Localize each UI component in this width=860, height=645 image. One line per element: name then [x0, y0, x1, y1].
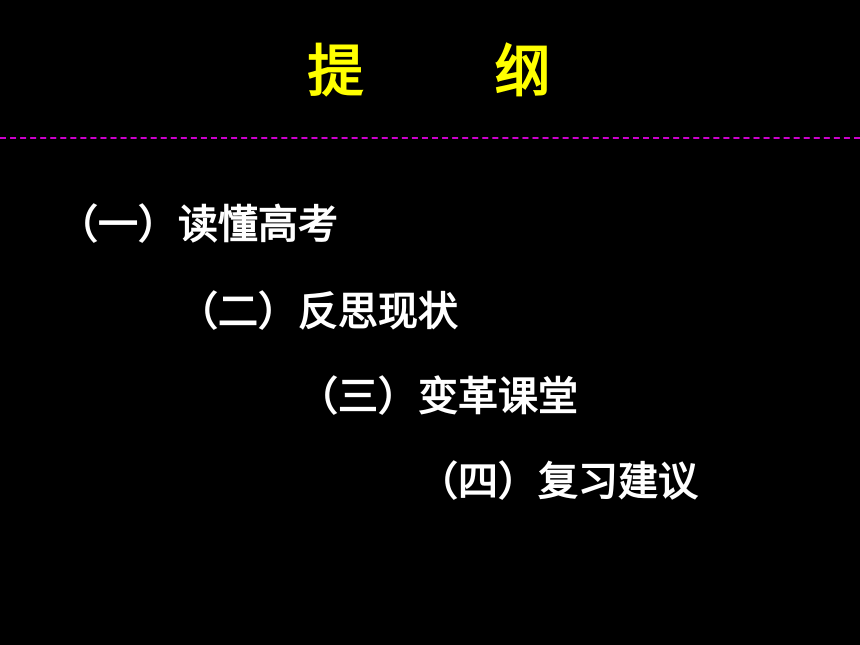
outline-item-1: （一）读懂高考 — [58, 202, 338, 248]
slide-title: 提 纲 — [307, 40, 553, 105]
outline-item-3: （三）变革课堂 — [298, 374, 578, 420]
outline-item-2: （二）反思现状 — [178, 289, 458, 335]
outline-item-4: （四）复习建议 — [418, 459, 698, 505]
dashed-divider — [0, 137, 860, 139]
